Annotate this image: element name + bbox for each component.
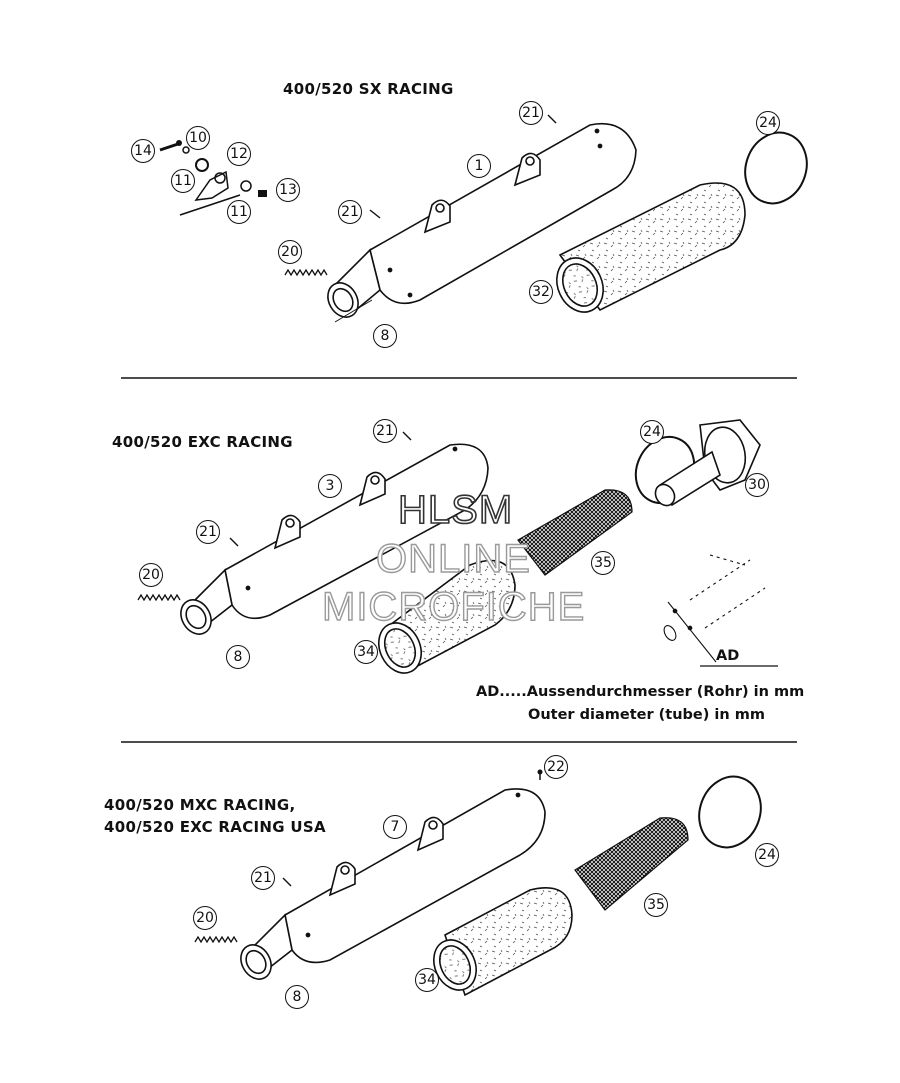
mount-bracket bbox=[179, 170, 241, 216]
section-title-mxc-line2: 400/520 EXC RACING USA bbox=[104, 818, 326, 836]
steel-wool-35 bbox=[517, 489, 633, 576]
callout-8: 8 bbox=[373, 324, 397, 348]
callout-21a: 21 bbox=[519, 101, 543, 125]
callout-21c: 21 bbox=[373, 419, 397, 443]
silencer-1 bbox=[327, 123, 637, 318]
mxc-section bbox=[194, 769, 762, 997]
spring-20-exc bbox=[137, 593, 181, 602]
legend-line-english: Outer diameter (tube) in mm bbox=[528, 707, 765, 723]
section-title-sx: 400/520 SX RACING bbox=[283, 80, 454, 98]
callout-30: 30 bbox=[745, 473, 769, 497]
gasket-ring-24-mxc bbox=[698, 775, 762, 849]
callout-20-exc: 20 bbox=[139, 563, 163, 587]
silencer-7 bbox=[240, 788, 546, 980]
packing-34 bbox=[378, 559, 516, 674]
callout-24-exc: 24 bbox=[640, 420, 664, 444]
callout-11b: 11 bbox=[227, 200, 251, 224]
dimension-label-ad: AD bbox=[716, 648, 740, 664]
section-title-exc: 400/520 EXC RACING bbox=[112, 433, 293, 451]
callout-35-mxc: 35 bbox=[644, 893, 668, 917]
callout-35: 35 bbox=[591, 551, 615, 575]
callout-8-mxc: 8 bbox=[285, 985, 309, 1009]
callout-34: 34 bbox=[354, 640, 378, 664]
callout-12: 12 bbox=[227, 142, 251, 166]
watermark-line-2: ONLINE bbox=[375, 536, 531, 581]
callout-10: 10 bbox=[186, 126, 210, 150]
callout-21e: 21 bbox=[251, 866, 275, 890]
callout-13: 13 bbox=[276, 178, 300, 202]
ad-underline bbox=[700, 665, 778, 667]
washer-10 bbox=[182, 146, 190, 154]
spring-20-mxc bbox=[194, 935, 238, 944]
end-cap-30 bbox=[654, 419, 761, 507]
watermark-line-1: HLSM bbox=[397, 487, 514, 533]
screw-22 bbox=[537, 769, 543, 780]
packing-34-mxc bbox=[433, 886, 573, 997]
spring-20 bbox=[284, 268, 328, 277]
callout-32: 32 bbox=[529, 280, 553, 304]
bolt-14 bbox=[159, 140, 182, 152]
callout-14: 14 bbox=[131, 139, 155, 163]
gasket-ring-24 bbox=[744, 131, 808, 205]
callout-8-exc: 8 bbox=[226, 645, 250, 669]
washer-11b bbox=[240, 180, 252, 192]
callout-20: 20 bbox=[278, 240, 302, 264]
nut-13 bbox=[258, 190, 267, 197]
callout-7: 7 bbox=[383, 815, 407, 839]
watermark-line-3: MICROFICHE bbox=[321, 584, 586, 629]
callout-24: 24 bbox=[756, 111, 780, 135]
callout-1: 1 bbox=[467, 154, 491, 178]
callout-22: 22 bbox=[544, 755, 568, 779]
callout-21d: 21 bbox=[196, 520, 220, 544]
sx-section bbox=[159, 114, 808, 323]
callout-24-mxc: 24 bbox=[755, 843, 779, 867]
callout-3: 3 bbox=[318, 474, 342, 498]
grommet-11a bbox=[195, 158, 209, 172]
callout-11a: 11 bbox=[171, 169, 195, 193]
section-title-mxc-line1: 400/520 MXC RACING, bbox=[104, 796, 296, 814]
callout-20-mxc: 20 bbox=[193, 906, 217, 930]
tube-diameter-sketch bbox=[663, 554, 766, 663]
packing-32 bbox=[556, 182, 746, 313]
legend-line-german: AD.....Aussendurchmesser (Rohr) in mm bbox=[476, 684, 805, 700]
silencer-3 bbox=[180, 443, 489, 635]
exc-section bbox=[137, 419, 766, 674]
callout-21b: 21 bbox=[338, 200, 362, 224]
callout-34-mxc: 34 bbox=[415, 968, 439, 992]
steel-wool-35-mxc bbox=[574, 817, 689, 911]
